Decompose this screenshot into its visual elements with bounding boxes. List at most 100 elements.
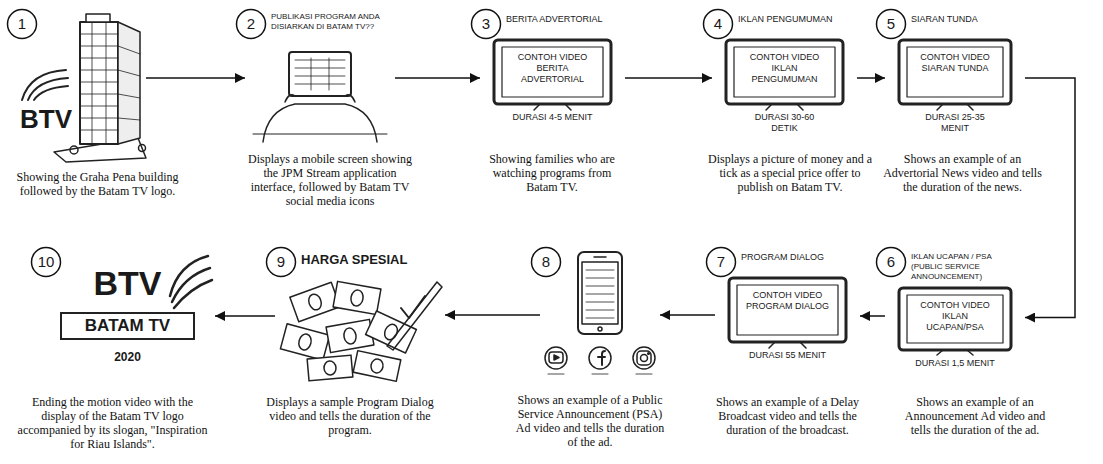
tv-sketch: [899, 288, 1011, 350]
step-number: 10: [38, 253, 55, 271]
storyboard-panel: Shows an example of a Public Service Ann…: [540, 250, 660, 380]
duration-text: DURASI 25-35 MENIT: [915, 112, 995, 134]
tv-sketch: [766, 104, 803, 110]
device-sketch: [253, 134, 387, 135]
step-circle: 8: [530, 246, 562, 278]
tv-sketch: [907, 295, 1003, 343]
step-number: 8: [542, 253, 550, 271]
step-circle-outline: [704, 10, 733, 39]
youtube-icon: [554, 355, 559, 360]
storyboard-panel: HARGA SPESIALDisplays a sample Program D…: [275, 250, 445, 382]
tree-sketch: [70, 146, 78, 154]
flow-arrow: [625, 77, 712, 79]
banknote: [297, 333, 313, 352]
storyboard-panel: PROGRAM DIALOG CONTOH VIDEO PROGRAM DIALO…: [715, 250, 860, 382]
storyboard-panel: BERITA ADVERTORIALCONTOH VIDEO BERITA AD…: [480, 12, 625, 144]
step-number: 7: [717, 253, 725, 271]
phone-sketch: [586, 270, 614, 318]
duration-text: DURASI 30-60 DETIK: [745, 112, 825, 134]
sketch-heading: BERITA ADVERTORIAL: [506, 14, 621, 25]
flow-arrow: [660, 314, 715, 316]
step-circle-outline: [32, 248, 61, 277]
banknote: [350, 289, 365, 307]
tick-mark: [401, 296, 425, 318]
sketch-heading: SIARAN TUNDA: [911, 14, 1021, 25]
screen-text: CONTOH VIDEO SIARAN TUNDA: [913, 52, 997, 74]
flow-arrow: [445, 314, 540, 316]
step-circle: 2: [235, 8, 267, 40]
logo-sketch: [170, 256, 212, 308]
step-circle-outline: [877, 10, 906, 39]
step-circle-outline: [877, 248, 906, 277]
step-circle-outline: [237, 10, 266, 39]
facebook-icon: [589, 347, 611, 369]
device-sketch: [289, 52, 351, 96]
building-sketch: [80, 22, 118, 144]
screen-text: CONTOH VIDEO PROGRAM DIALOG: [743, 290, 832, 312]
tv-sketch: [502, 47, 603, 97]
banknote: [280, 324, 329, 361]
banknote: [333, 281, 381, 314]
tv-sketch: [907, 47, 1003, 97]
flow-arrow: [146, 77, 245, 79]
tv-sketch: [494, 40, 611, 104]
building-sketch: [118, 46, 140, 120]
step-circle-outline: [707, 248, 736, 277]
youtube-icon: [545, 347, 567, 369]
banknote: [323, 361, 336, 376]
person-sketch: [263, 104, 377, 142]
phone-sketch: [545, 252, 655, 374]
sketch-heading: PROGRAM DIALOG: [741, 252, 856, 263]
instagram-icon: [637, 351, 651, 365]
tv-sketch: [937, 350, 973, 355]
building-sketch: [80, 22, 118, 144]
duration-text: DURASI 1,5 MENIT: [915, 358, 995, 369]
tv-sketch: [899, 40, 1011, 104]
banknote: [370, 358, 385, 374]
banknote: [343, 327, 358, 345]
panel-caption: Displays a picture of money and a tick a…: [705, 152, 875, 194]
storyboard-panel: PUBLIKASI PROGRAM ANDA DISIARKAN DI BATA…: [245, 12, 395, 144]
logo-text: BTV: [20, 104, 72, 134]
flow-arrow: [860, 315, 885, 317]
banknote: [307, 292, 324, 311]
storyboard-panel: IKLAN UCAPAN / PSA (PUBLIC SERVICE ANNOU…: [885, 250, 1025, 385]
flow-arrow: [215, 315, 275, 317]
flow-arrow: [395, 77, 480, 79]
banknote: [280, 324, 329, 361]
step-number: 3: [482, 15, 490, 33]
panel-caption: Shows an example of a Delay Broadcast vi…: [710, 395, 865, 437]
logo-year: 2020: [40, 350, 215, 364]
step-number: 6: [887, 253, 895, 271]
tv-sketch: [734, 47, 835, 97]
step-circle: 4: [702, 8, 734, 40]
panel-caption: Displays a mobile screen showing the JPM…: [240, 152, 420, 208]
phone-sketch: [578, 252, 622, 334]
step-circle: 7: [705, 246, 737, 278]
step-circle: 5: [875, 8, 907, 40]
tv-sketch: [726, 40, 843, 104]
phone-sketch: [598, 327, 602, 331]
storyboard-panel: IKLAN PENGUMUMANCONTOH VIDEO IKLAN PENGU…: [712, 12, 857, 144]
banknote: [353, 351, 401, 382]
phone-sketch: [548, 374, 652, 375]
banknote: [290, 282, 340, 321]
step-number: 9: [277, 253, 285, 271]
tv-sketch: [899, 288, 1011, 355]
step-circle: 6: [875, 246, 907, 278]
instagram-icon: [633, 347, 655, 369]
screen-text: CONTOH VIDEO IKLAN PENGUMUMAN: [740, 52, 829, 85]
logo-banner: BATAM TV: [60, 312, 195, 340]
tree-sketch: [139, 145, 146, 152]
flow-arrow: [857, 77, 885, 79]
youtube-icon: [549, 352, 563, 363]
panel-caption: Displays a sample Program Dialog video a…: [265, 395, 435, 437]
step-circle: 9: [265, 246, 297, 278]
instagram-icon: [641, 355, 648, 362]
youtube-icon: [545, 347, 567, 369]
flow-arrow: [1025, 78, 1075, 318]
device-sketch: [253, 52, 387, 142]
tv-sketch: [937, 104, 973, 110]
facebook-icon: [598, 351, 605, 365]
hand-sketch: [285, 95, 355, 102]
